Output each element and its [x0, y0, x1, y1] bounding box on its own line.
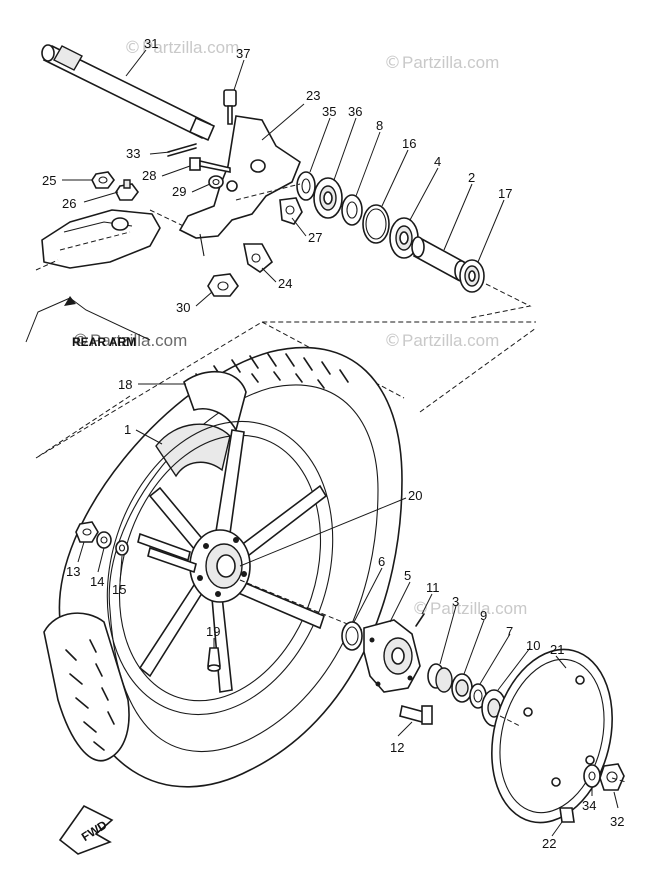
part-number-4: 4: [434, 154, 441, 169]
nut-32: [599, 763, 625, 791]
washer-29: [208, 175, 224, 189]
part-number-33: 33: [126, 146, 140, 161]
collar-3: [427, 663, 453, 693]
bearing-17: [459, 259, 485, 293]
svg-text:©: ©: [412, 599, 429, 619]
axle-centerline-upper: [235, 183, 532, 319]
part-number-19: 19: [206, 624, 220, 639]
drum-centerline: [499, 715, 627, 783]
watermark-top-left: © Partzilla.com: [124, 38, 239, 58]
svg-text:©: ©: [124, 38, 141, 58]
part-number-22: 22: [542, 836, 556, 851]
cotter-pin-33: [167, 143, 197, 157]
part-number-35: 35: [322, 104, 336, 119]
bolt-22: [559, 807, 575, 823]
part-number-1: 1: [124, 422, 131, 437]
wheel-hub: [189, 529, 251, 603]
svg-text:©: ©: [384, 53, 401, 73]
rear-axle: [41, 44, 216, 142]
part-number-21: 21: [550, 642, 564, 657]
clip-24: [243, 243, 274, 273]
tire-section-18: [183, 370, 247, 433]
part-number-9: 9: [480, 608, 487, 623]
part-labels: 31 37 23 35 36 8 16 4 2 17 33 28: [42, 36, 624, 851]
svg-text:REAR ARM: REAR ARM: [72, 335, 136, 349]
part-number-30: 30: [176, 300, 190, 315]
collar-35: [296, 171, 316, 201]
part-number-16: 16: [402, 136, 416, 151]
washer-14: [96, 531, 112, 549]
hub-centerline-lower: [239, 579, 363, 631]
valve-19: [207, 647, 221, 672]
bolt-28: [189, 157, 231, 173]
svg-text:©: ©: [384, 331, 401, 351]
pin-11: [415, 613, 425, 627]
part-number-15: 15: [112, 582, 126, 597]
spacer-2: [411, 236, 468, 282]
svg-text:Partzilla.com: Partzilla.com: [430, 599, 527, 618]
oil-seal-8: [341, 194, 363, 226]
part-number-2: 2: [468, 170, 475, 185]
clutch-hub-5: [363, 619, 421, 693]
part-number-8: 8: [376, 118, 383, 133]
bolt-12: [399, 705, 433, 725]
watermark-mid-right: © Partzilla.com: [384, 331, 499, 351]
part-number-37: 37: [236, 46, 250, 61]
fwd-arrow-icon: FWD: [58, 804, 114, 855]
part-number-29: 29: [172, 184, 186, 199]
wheel-rim: [106, 420, 334, 716]
o-ring-6: [341, 621, 363, 651]
part-number-14: 14: [90, 574, 104, 589]
bearing-9: [451, 673, 473, 703]
bearing-4: [389, 217, 419, 259]
part-number-3: 3: [452, 594, 459, 609]
part-number-34: 34: [582, 798, 596, 813]
part-number-28: 28: [142, 168, 156, 183]
part-number-20: 20: [408, 488, 422, 503]
rear-arm-label: REAR ARM: [25, 296, 151, 349]
clip-27: [279, 197, 303, 225]
brake-drum-21: [491, 648, 613, 824]
part-number-31: 31: [144, 36, 158, 51]
part-number-10: 10: [526, 638, 540, 653]
rear-arm-outline: [35, 209, 197, 271]
part-number-17: 17: [498, 186, 512, 201]
part-number-32: 32: [610, 814, 624, 829]
circlip-16: [362, 204, 390, 244]
part-number-24: 24: [278, 276, 292, 291]
bolt-37: [223, 89, 237, 125]
nut-30: [207, 273, 239, 297]
svg-text:©: ©: [72, 331, 89, 351]
nut-25: [91, 171, 115, 189]
part-number-7: 7: [506, 624, 513, 639]
watermark-mid-left: © Partzilla.com: [72, 331, 187, 351]
hub-studs: [137, 532, 197, 574]
part-number-5: 5: [404, 568, 411, 583]
part-number-18: 18: [118, 377, 132, 392]
part-number-23: 23: [306, 88, 320, 103]
svg-text:Partzilla.com: Partzilla.com: [90, 331, 187, 350]
bearing-36: [313, 177, 343, 219]
part-number-6: 6: [378, 554, 385, 569]
brake-stopper-bracket: [178, 115, 301, 257]
part-number-13: 13: [66, 564, 80, 579]
watermark-top-right: © Partzilla.com: [384, 53, 499, 73]
washer-34: [583, 764, 601, 788]
part-number-12: 12: [390, 740, 404, 755]
part-number-11: 11: [426, 580, 440, 595]
part-number-36: 36: [348, 104, 362, 119]
tire-section-lower: [43, 612, 130, 762]
watermark-lower-right: © Partzilla.com: [412, 599, 527, 619]
nut-26: [115, 179, 139, 201]
svg-text:Partzilla.com: Partzilla.com: [142, 38, 239, 57]
svg-text:Partzilla.com: Partzilla.com: [402, 53, 499, 72]
washer-15: [115, 540, 129, 556]
svg-text:Partzilla.com: Partzilla.com: [402, 331, 499, 350]
part-number-27: 27: [308, 230, 322, 245]
part-number-26: 26: [62, 196, 76, 211]
nut-13: [75, 521, 99, 543]
part-number-25: 25: [42, 173, 56, 188]
